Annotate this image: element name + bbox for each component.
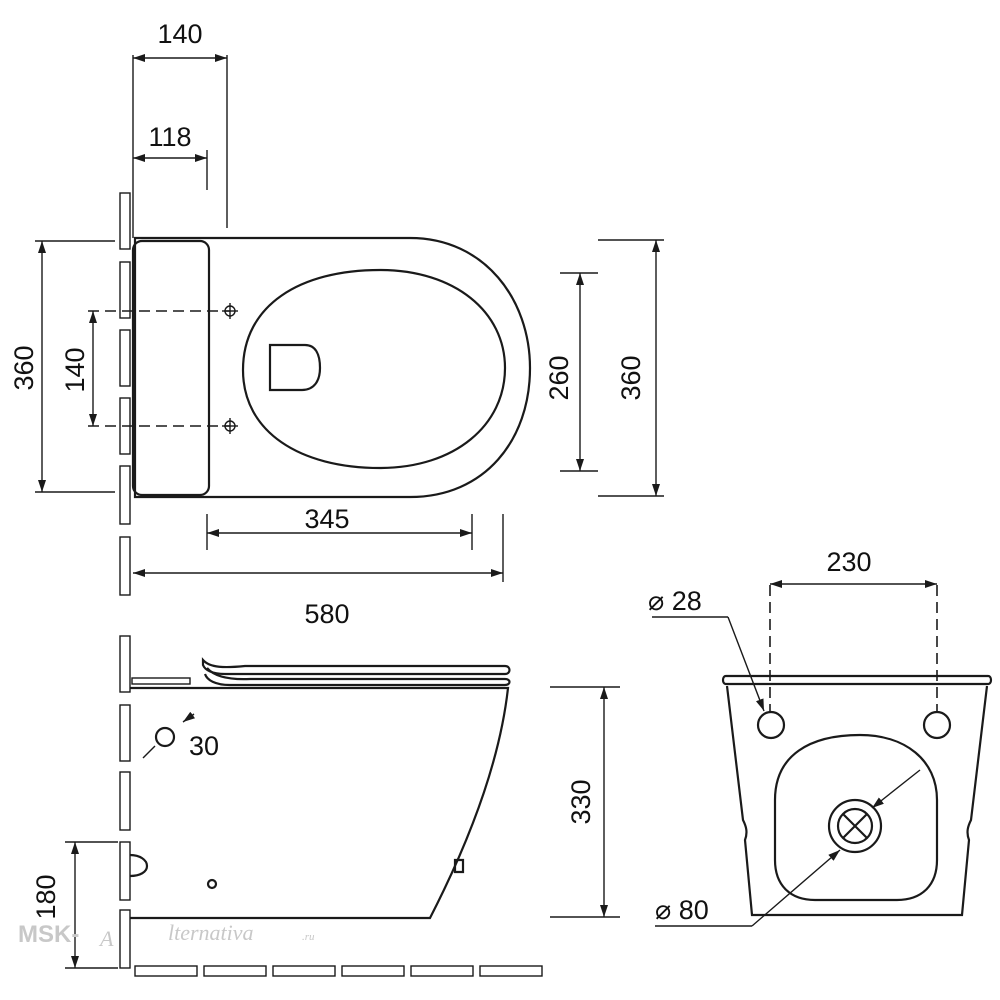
outlet-recess [773, 733, 939, 902]
dim-outlet-diameter: ⌀ 80 [655, 895, 709, 925]
watermark-name: lternativa [168, 920, 254, 945]
top-view: 140 118 360 140 260 360 345 580 [9, 19, 664, 629]
side-view: 30 330 180 [31, 635, 620, 977]
watermark-prefix: MSK- [18, 921, 79, 948]
bolt-hole-right [922, 710, 952, 740]
watermark-suffix: .ru [302, 931, 315, 943]
floor-segments [134, 965, 543, 977]
rear-seat-plate [721, 674, 993, 686]
bolt-hole-upper [222, 303, 238, 319]
inlet-pipe-30 [154, 726, 176, 748]
bolt-hole-left [756, 710, 786, 740]
dim-360-right: 360 [616, 355, 646, 400]
side-valve [453, 858, 465, 874]
dim-230: 230 [826, 547, 871, 577]
outlet-80 [827, 798, 883, 854]
dim-330: 330 [566, 779, 596, 824]
dim-118: 118 [148, 122, 191, 152]
wall-segments-top [119, 192, 131, 596]
dim-260: 260 [544, 355, 574, 400]
hinge [131, 677, 191, 685]
dim-bolt-diameter: ⌀ 28 [648, 586, 702, 616]
watermark-logo: A [98, 926, 114, 951]
bolt-hole-lower [222, 418, 238, 434]
dim-140-top: 140 [157, 19, 202, 49]
watermark: MSK- A lternativa .ru [18, 920, 315, 951]
dim-360-left: 360 [9, 345, 39, 390]
dim-180: 180 [31, 874, 61, 919]
rear-view: 230 ⌀ 28 ⌀ 80 [648, 547, 993, 927]
bowl-opening [241, 268, 507, 470]
bowl-outline-top [133, 236, 532, 499]
seat-lid-side [201, 657, 511, 676]
rear-body-outline [725, 685, 989, 917]
flush-outlet [268, 343, 322, 392]
tank-block [131, 239, 211, 497]
dim-30: 30 [189, 731, 219, 761]
dim-140-holes: 140 [60, 347, 90, 392]
fixing-hole-side [206, 878, 218, 890]
dim-580: 580 [304, 599, 349, 629]
bowl-outline-side [130, 686, 510, 920]
dim-345: 345 [304, 504, 349, 534]
drain-spout [129, 853, 149, 878]
wall-segments-side [119, 635, 131, 969]
